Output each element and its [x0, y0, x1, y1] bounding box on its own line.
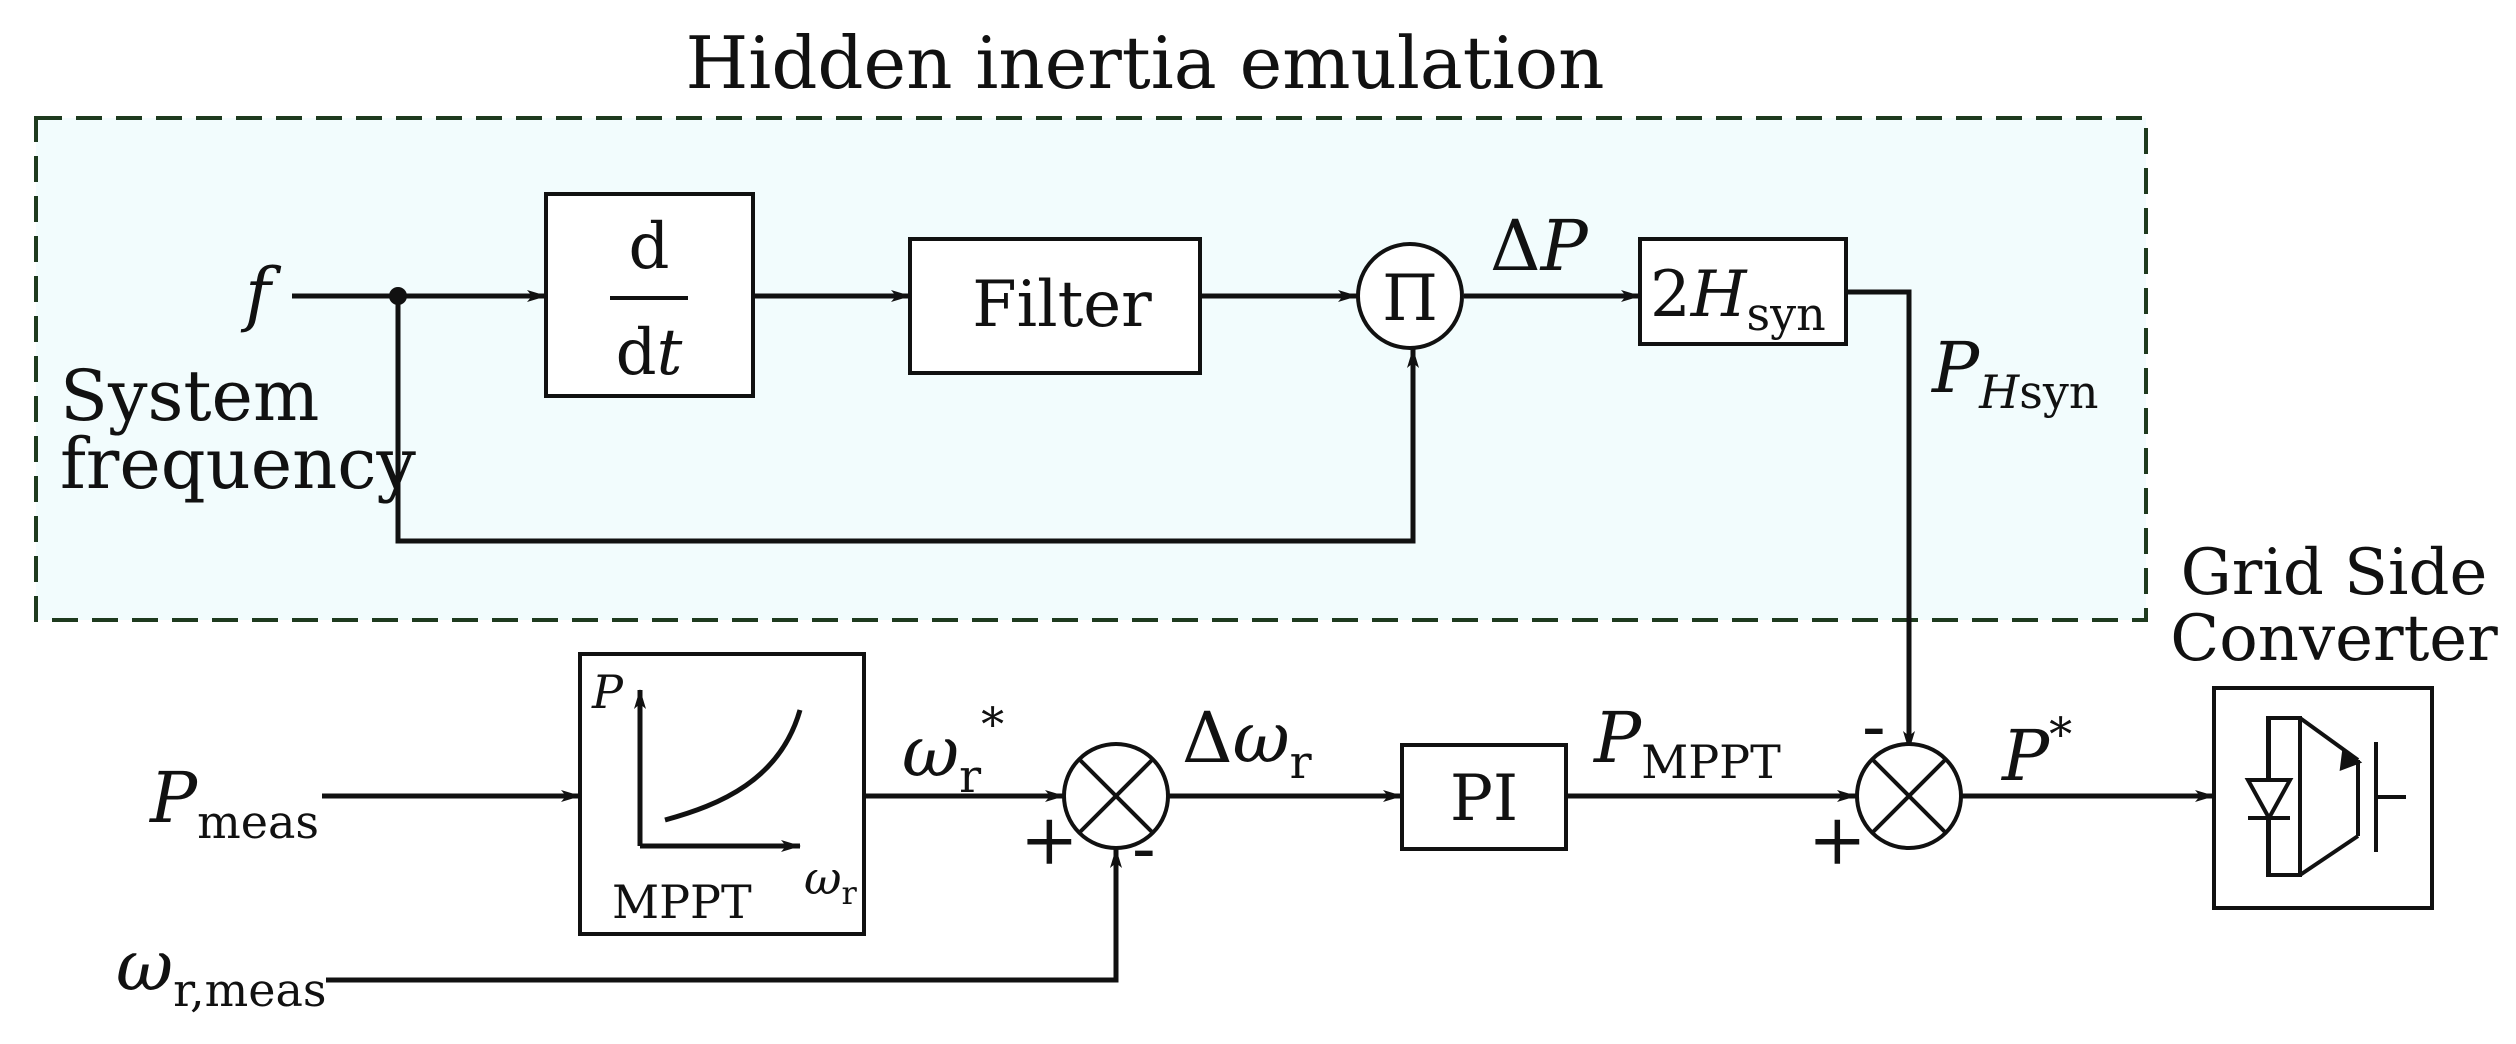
p-star-label: P*: [2000, 707, 2072, 797]
sum1-minus: -: [1132, 807, 1156, 889]
omega-meas-line: [326, 848, 1122, 983]
product-symbol: Π: [1382, 262, 1438, 336]
derivative-denominator: dt: [616, 316, 683, 390]
region-title: Hidden inertia emulation: [686, 21, 1605, 105]
igbt-diode-icon: [2244, 716, 2406, 877]
pi-label: PI: [1450, 762, 1518, 836]
delta-omega-r-label: Δωr: [1182, 697, 1312, 789]
feedback-line: [395, 296, 1419, 544]
mppt-axis-p: P: [591, 665, 624, 719]
input-omega-r-meas: ωr,meas: [116, 925, 327, 1017]
p-hsyn-label: PHsyn: [1930, 327, 2098, 419]
product-block: [1356, 242, 1464, 350]
delta-p-label: ΔP: [1490, 205, 1590, 287]
derivative-block: [544, 192, 755, 398]
gain-to-sum2: [1846, 289, 1915, 751]
sum2-plus: +: [1808, 799, 1867, 881]
omega-r-star-label: ωr*: [902, 697, 1004, 803]
input-p-meas: Pmeas: [148, 757, 319, 849]
system-frequency-line2: frequency: [60, 423, 416, 505]
filter-label: Filter: [972, 268, 1152, 342]
sum2-minus: -: [1862, 685, 1886, 767]
p-mppt-label: PMPPT: [1592, 697, 1781, 789]
summing-junction-icon: [1855, 742, 1963, 850]
gain-block: [1638, 237, 1848, 346]
converter-line2: Converter: [2170, 602, 2498, 676]
converter-line1: Grid Side: [2181, 536, 2488, 610]
mppt-label: MPPT: [612, 875, 752, 929]
filter-block: [908, 237, 1202, 375]
system-frequency-line1: System: [60, 355, 319, 437]
gain-label: 2Hsyn: [1650, 258, 1826, 341]
derivative-numerator: d: [629, 210, 670, 284]
mppt-axis-omega: ωr: [804, 851, 858, 912]
mppt-block: [578, 652, 866, 936]
sum1-plus: +: [1020, 799, 1079, 881]
mppt-curve-icon: [634, 689, 803, 852]
